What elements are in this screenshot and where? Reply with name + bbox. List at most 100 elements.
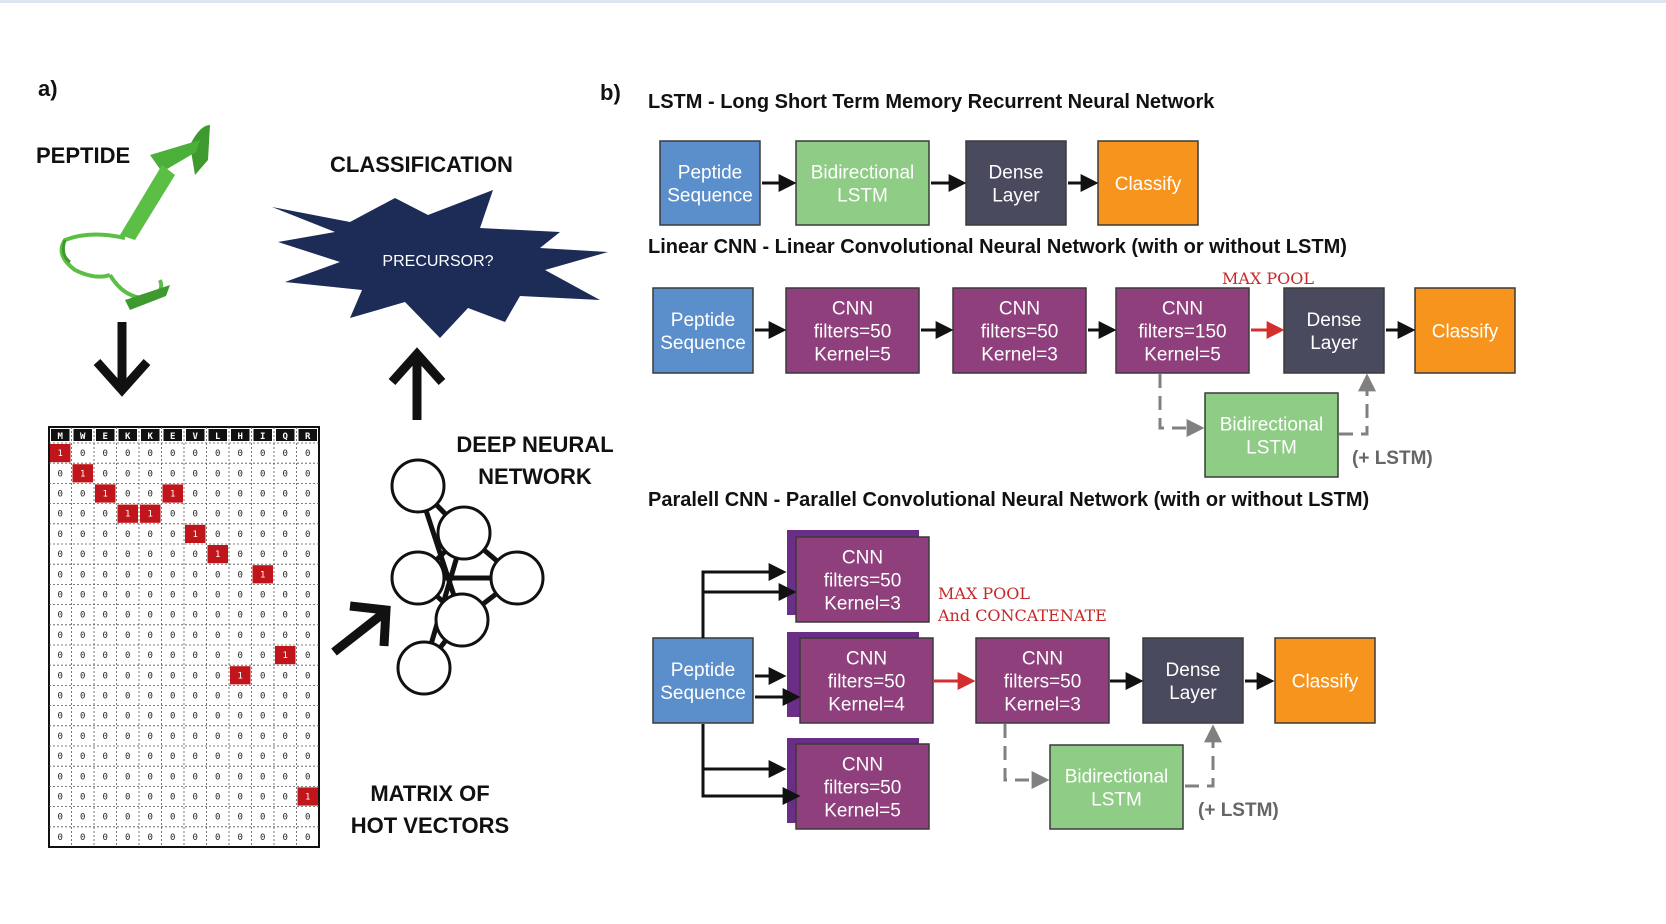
svg-text:0: 0 xyxy=(215,591,220,601)
matrix-label-line1: MATRIX OF xyxy=(370,781,489,806)
parallel-box-4-line-0: Dense xyxy=(1166,660,1221,681)
svg-text:1: 1 xyxy=(193,530,198,540)
svg-text:1: 1 xyxy=(238,671,243,681)
linear-box-6-line-0: Bidirectional xyxy=(1220,415,1324,436)
svg-text:0: 0 xyxy=(170,692,175,702)
svg-text:0: 0 xyxy=(125,692,130,702)
svg-text:0: 0 xyxy=(215,530,220,540)
svg-text:0: 0 xyxy=(103,772,108,782)
svg-text:0: 0 xyxy=(58,550,63,560)
parallel-lstm-note: (+ LSTM) xyxy=(1198,800,1279,821)
svg-text:1: 1 xyxy=(103,490,108,500)
svg-text:0: 0 xyxy=(283,712,288,722)
matrix-hot-cell xyxy=(207,545,228,564)
matrix-hot-cell xyxy=(230,666,251,685)
panel-a-label: a) xyxy=(38,76,58,101)
matrix-header-cell: E xyxy=(170,432,175,442)
parallel-cnn-pipeline: CNNfilters=50Kernel=3PeptideSequenceCNNf… xyxy=(652,536,1376,830)
svg-text:0: 0 xyxy=(125,490,130,500)
matrix-hot-cell xyxy=(162,484,183,503)
svg-text:0: 0 xyxy=(260,793,265,803)
lstm-box-3-line-0: Classify xyxy=(1115,174,1182,195)
svg-text:0: 0 xyxy=(283,449,288,459)
svg-text:0: 0 xyxy=(103,813,108,823)
linear-section-title: Linear CNN - Linear Convolutional Neural… xyxy=(648,236,1347,258)
svg-text:0: 0 xyxy=(58,833,63,843)
svg-text:0: 0 xyxy=(103,793,108,803)
svg-text:0: 0 xyxy=(80,510,85,520)
parallel-box-0-line-0: CNN xyxy=(842,548,883,569)
svg-text:0: 0 xyxy=(193,671,198,681)
lstm-box-0-line-0: Peptide xyxy=(678,163,742,184)
svg-text:0: 0 xyxy=(260,611,265,621)
starburst-icon xyxy=(272,190,608,338)
svg-text:0: 0 xyxy=(148,712,153,722)
svg-text:0: 0 xyxy=(148,631,153,641)
svg-text:0: 0 xyxy=(283,671,288,681)
classification-label: CLASSIFICATION xyxy=(330,152,513,177)
svg-text:0: 0 xyxy=(238,833,243,843)
svg-text:0: 0 xyxy=(58,712,63,722)
parallel-arrows xyxy=(701,563,1275,805)
svg-text:0: 0 xyxy=(193,692,198,702)
svg-text:0: 0 xyxy=(260,449,265,459)
svg-text:0: 0 xyxy=(125,752,130,762)
svg-text:0: 0 xyxy=(58,793,63,803)
svg-text:0: 0 xyxy=(260,631,265,641)
parallel-box-6-line-2: Kernel=5 xyxy=(824,801,901,822)
svg-text:0: 0 xyxy=(283,570,288,580)
matrix-header-cell: V xyxy=(193,432,199,442)
svg-text:0: 0 xyxy=(58,490,63,500)
svg-text:0: 0 xyxy=(215,813,220,823)
svg-text:0: 0 xyxy=(80,530,85,540)
parallel-box-0-line-1: filters=50 xyxy=(824,571,902,592)
svg-text:0: 0 xyxy=(80,671,85,681)
parallel-max-pool-line1: MAX POOL xyxy=(938,584,1030,603)
svg-text:0: 0 xyxy=(283,591,288,601)
svg-text:1: 1 xyxy=(58,449,63,459)
svg-text:0: 0 xyxy=(238,469,243,479)
arrow-diagonal-icon xyxy=(331,601,391,656)
svg-text:0: 0 xyxy=(193,752,198,762)
svg-text:0: 0 xyxy=(260,671,265,681)
svg-text:0: 0 xyxy=(125,550,130,560)
svg-text:0: 0 xyxy=(283,793,288,803)
svg-text:0: 0 xyxy=(148,570,153,580)
svg-text:0: 0 xyxy=(80,752,85,762)
svg-text:0: 0 xyxy=(193,712,198,722)
svg-text:0: 0 xyxy=(58,651,63,661)
svg-text:1: 1 xyxy=(148,510,153,520)
svg-text:0: 0 xyxy=(58,752,63,762)
svg-text:0: 0 xyxy=(283,752,288,762)
matrix-hot-cell xyxy=(50,444,71,463)
svg-text:0: 0 xyxy=(260,469,265,479)
svg-text:0: 0 xyxy=(103,449,108,459)
linear-box-1-line-0: CNN xyxy=(832,299,873,320)
svg-text:0: 0 xyxy=(215,793,220,803)
panel-b: b) LSTM - Long Short Term Memory Recurre… xyxy=(600,80,1516,830)
svg-text:0: 0 xyxy=(148,772,153,782)
svg-text:0: 0 xyxy=(125,469,130,479)
linear-box-5-line-0: Classify xyxy=(1432,322,1499,343)
matrix-header-cell: W xyxy=(80,432,86,442)
parallel-box-3-line-2: Kernel=3 xyxy=(1004,695,1081,716)
svg-text:0: 0 xyxy=(215,469,220,479)
svg-text:0: 0 xyxy=(80,490,85,500)
parallel-box-2-line-2: Kernel=4 xyxy=(828,695,905,716)
svg-text:0: 0 xyxy=(238,611,243,621)
svg-text:0: 0 xyxy=(283,631,288,641)
svg-text:0: 0 xyxy=(283,611,288,621)
svg-text:0: 0 xyxy=(283,813,288,823)
svg-text:0: 0 xyxy=(283,772,288,782)
svg-text:0: 0 xyxy=(193,550,198,560)
svg-text:0: 0 xyxy=(305,550,310,560)
svg-text:0: 0 xyxy=(80,732,85,742)
svg-text:0: 0 xyxy=(170,651,175,661)
